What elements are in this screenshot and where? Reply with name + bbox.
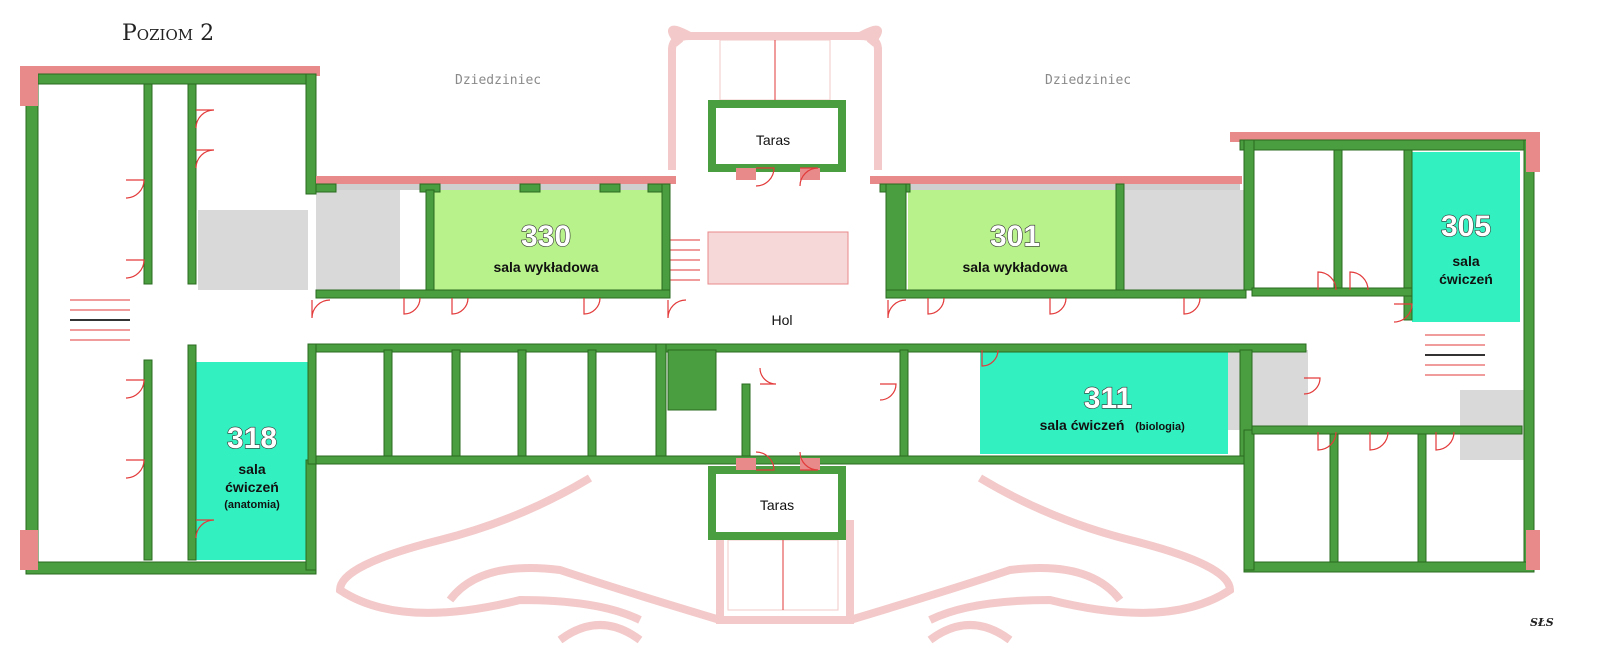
room-305-description: sala — [1452, 253, 1479, 269]
author-signature: SŁS — [1530, 616, 1554, 629]
central-stairwell — [668, 231, 849, 285]
room-330-number: 330 — [521, 220, 571, 253]
doors — [125, 109, 1455, 539]
room-301-description: sala wykładowa — [962, 259, 1067, 275]
hall-label: Hol — [771, 312, 792, 328]
building-walls — [20, 66, 1535, 575]
room-301-area — [908, 190, 1118, 296]
entrance-stairs-bottom — [727, 539, 839, 611]
room-311-description: sala ćwiczeń — [1040, 417, 1125, 433]
room-311-area — [980, 350, 1228, 454]
courtyard-left-label: Dziedziniec — [455, 73, 541, 88]
service-rooms — [198, 190, 1530, 460]
room-311-detail: (biologia) — [1135, 421, 1185, 433]
room-318-description-2: ćwiczeń — [225, 479, 279, 495]
room-330-description: sala wykładowa — [493, 259, 598, 275]
right-wing-stairs — [1425, 334, 1485, 376]
room-311-number: 311 — [1084, 382, 1132, 415]
entrance-stairs-top — [719, 39, 831, 101]
room-318-detail: (anatomia) — [224, 499, 280, 511]
room-305-number: 305 — [1441, 210, 1491, 243]
room-318-number: 318 — [227, 422, 277, 455]
room-318-area — [196, 362, 308, 560]
left-wing-stairs — [70, 299, 130, 341]
room-301-number: 301 — [990, 220, 1040, 253]
room-305-description-2: ćwiczeń — [1439, 271, 1493, 287]
terrace-bottom-label: Taras — [760, 497, 794, 513]
terrace-top-label: Taras — [756, 132, 790, 148]
terrace-top — [708, 100, 846, 172]
courtyard-right-label: Dziedziniec — [1045, 73, 1131, 88]
terrace-bottom — [708, 466, 846, 540]
level-title: Poziom 2 — [122, 21, 214, 46]
room-330-area — [430, 190, 662, 296]
room-318-description: sala — [238, 461, 265, 477]
room-305-area — [1412, 152, 1520, 322]
window-accents — [20, 66, 1540, 570]
